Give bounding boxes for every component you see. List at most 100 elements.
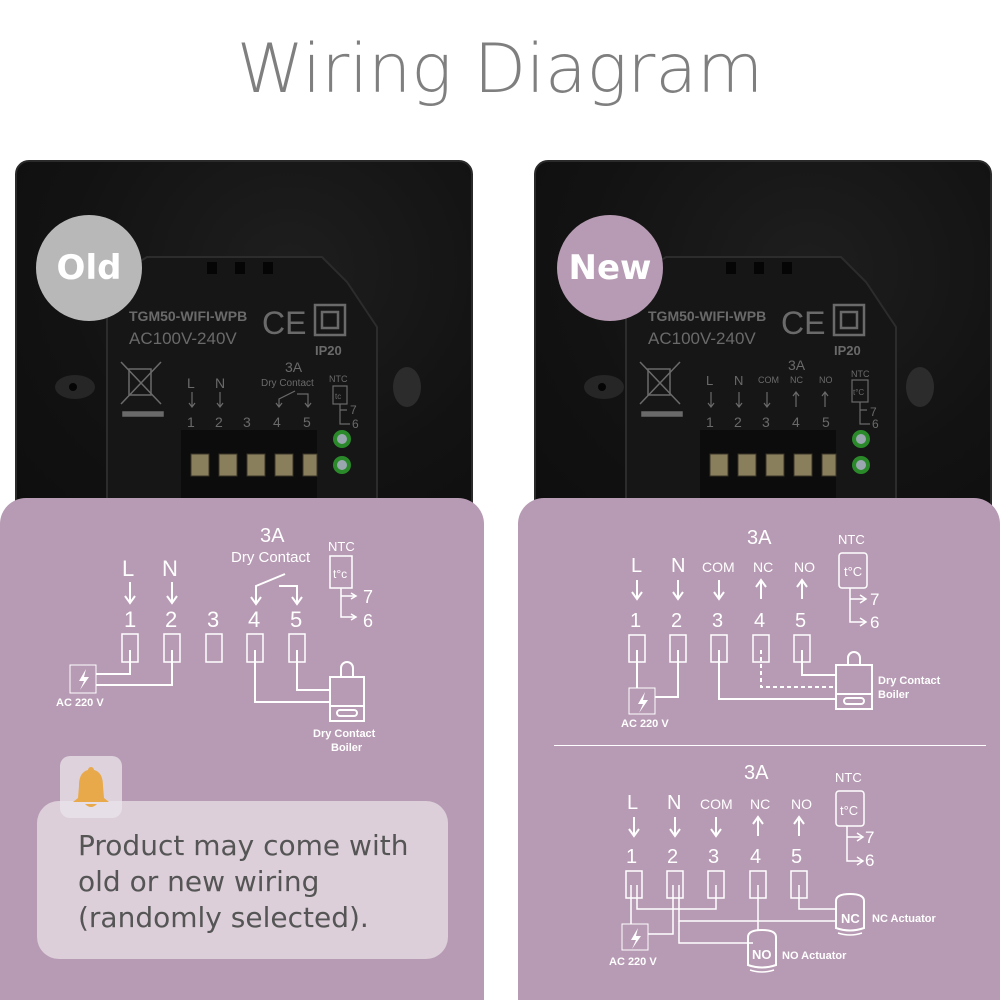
new-actuator-label-COM: COM (700, 796, 733, 812)
old-device-current: 3A (285, 359, 303, 375)
new-boiler-label: Dry Contact (878, 675, 941, 687)
new-actuator-terminal-7: 7 (865, 828, 874, 847)
old-device-backplate: TGM50-WIFI-WPB AC100V-240V CE IP20 3A Dr… (55, 256, 421, 510)
new-boiler-number-3: 3 (712, 610, 723, 632)
new-ce-mark: CE (781, 305, 825, 341)
old-diagram-number-1: 1 (124, 607, 136, 632)
arrow-down-icon (124, 582, 136, 605)
new-boiler-power-label: AC 220 V (621, 718, 669, 730)
old-diagram-terminal-6: 6 (363, 611, 373, 631)
double-insulation-icon (313, 303, 347, 337)
new-device-number-3: 3 (762, 414, 770, 430)
new-terminal-block (700, 430, 870, 510)
new-actuator-label-L: L (627, 792, 638, 814)
old-device-number-4: 4 (273, 414, 281, 430)
note-box (37, 801, 448, 959)
new-boiler-diagram-current: 3A (747, 527, 772, 549)
old-badge: Old (36, 215, 142, 321)
old-device-photo: TGM50-WIFI-WPB AC100V-240V CE IP20 3A Dr… (15, 160, 473, 520)
boiler-icon (329, 661, 365, 722)
weee-bin-icon (120, 361, 164, 417)
new-device-current: 3A (788, 357, 806, 373)
power-source-icon (69, 664, 97, 694)
new-actuator-number-2: 2 (667, 846, 678, 868)
old-ip-rating: IP20 (315, 343, 342, 358)
no-actuator-mark: NO (752, 947, 772, 962)
new-actuator-number-5: 5 (791, 846, 802, 868)
old-diagram-current: 3A (260, 525, 285, 547)
new-boiler-terminal-7: 7 (870, 590, 879, 609)
old-diagram-ntc: NTC (328, 539, 355, 554)
old-device-model: TGM50-WIFI-WPB (129, 308, 247, 324)
old-wiring-diagram: 3A Dry Contact NTC t°c 7 6 L N 1 2 3 4 5… (56, 525, 376, 754)
new-device-label-NC: NC (790, 375, 803, 385)
old-device-contact-type: Dry Contact (261, 378, 314, 389)
old-device-number-5: 5 (303, 414, 311, 430)
new-boiler-number-5: 5 (795, 610, 806, 632)
old-diagram-contact-type: Dry Contact (231, 549, 311, 566)
ntc-sensor-icon (835, 790, 865, 827)
new-actuator-wiring-diagram: 3A NTC t°C 7 6 L N COM NC NO 1 2 3 4 5 A… (609, 762, 936, 973)
nc-actuator-mark: NC (841, 911, 860, 926)
new-device-voltage: AC100V-240V (648, 329, 756, 348)
old-diagram-number-4: 4 (248, 607, 260, 632)
new-actuator-label-NC: NC (750, 796, 770, 812)
nc-actuator-icon (835, 892, 865, 932)
old-diagram-label-N: N (162, 556, 178, 581)
bell-tile (60, 756, 122, 818)
new-ip-rating: IP20 (834, 343, 861, 358)
new-device-label-NO: NO (819, 375, 833, 385)
ntc-sensor-icon (838, 552, 868, 589)
new-actuator-number-1: 1 (626, 846, 637, 868)
old-device-ntc-symbol: tc (335, 392, 341, 401)
new-device-ntc-symbol: t°C (853, 388, 864, 397)
new-boiler-diagram-ntc: NTC (838, 532, 865, 547)
new-boiler-diagram-ntc-symbol: t°C (844, 564, 862, 579)
arrow-down-icon (166, 582, 178, 605)
new-boiler-label-L: L (631, 555, 642, 577)
lightning-icon (79, 669, 89, 690)
new-badge: New (557, 215, 663, 321)
relay-switch-icon (255, 573, 286, 603)
page-title: Wiring Diagram (236, 30, 764, 109)
bell-icon (73, 767, 109, 807)
old-diagram-label-L: L (122, 556, 134, 581)
new-device-ntc: NTC (851, 369, 870, 379)
old-device-terminal-7: 7 (350, 403, 357, 417)
boiler-icon (835, 651, 873, 710)
new-boiler-label-NC: NC (753, 559, 773, 575)
old-device-number-1: 1 (187, 414, 195, 430)
new-boiler-terminal-6: 6 (870, 613, 879, 632)
new-actuator-number-3: 3 (708, 846, 719, 868)
new-boiler-number-2: 2 (671, 610, 682, 632)
old-diagram-power-label: AC 220 V (56, 697, 104, 709)
old-diagram-ntc-symbol: t°c (333, 567, 347, 581)
new-device-model: TGM50-WIFI-WPB (648, 308, 766, 324)
lightning-icon (631, 928, 641, 949)
new-device-terminal-6: 6 (872, 417, 879, 431)
old-ce-mark: CE (262, 305, 306, 341)
old-device-label-N: N (215, 375, 225, 391)
new-device-number-2: 2 (734, 414, 742, 430)
new-device-photo: TGM50-WIFI-WPB AC100V-240V CE IP20 3A NT… (534, 160, 992, 520)
old-device-number-3: 3 (243, 414, 251, 430)
double-insulation-icon (832, 303, 866, 337)
new-actuator-diagram-ntc: NTC (835, 770, 862, 785)
weee-bin-icon (639, 361, 683, 417)
new-actuator-terminal-6: 6 (865, 851, 874, 870)
no-actuator-icon (747, 928, 777, 969)
new-device-number-1: 1 (706, 414, 714, 430)
note-text: Product may come with old or new wiring … (78, 829, 409, 934)
terminal-boxes (121, 633, 306, 663)
new-boiler-label-NO: NO (794, 559, 815, 575)
new-actuator-diagram-ntc-symbol: t°C (840, 803, 858, 818)
old-device-ntc: NTC (329, 374, 348, 384)
old-diagram-number-5: 5 (290, 607, 302, 632)
old-device-number-2: 2 (215, 414, 223, 430)
new-boiler-wiring-diagram: 3A NTC t°C 7 6 L N COM NC NO 1 2 3 4 5 A… (621, 527, 941, 730)
old-terminal-block (181, 430, 351, 510)
new-boiler-label-2: Boiler (878, 689, 910, 701)
new-actuator-number-4: 4 (750, 846, 761, 868)
old-device-label-L: L (187, 375, 195, 391)
old-diagram-number-3: 3 (207, 607, 219, 632)
